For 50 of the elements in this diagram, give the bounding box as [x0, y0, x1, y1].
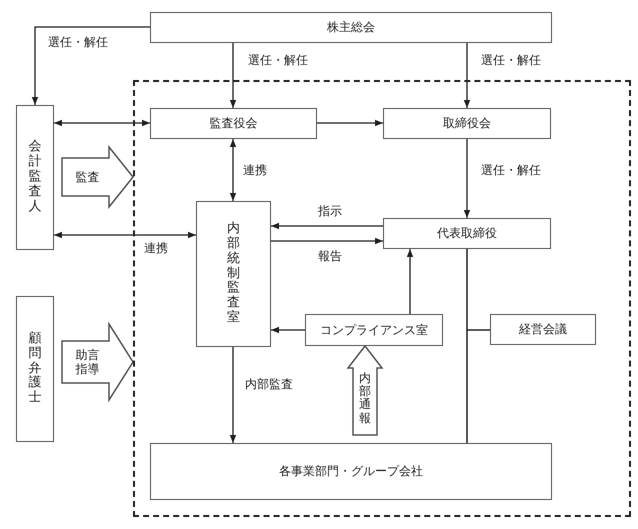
node-label: 会計監査人	[28, 140, 42, 215]
edge-label: 連携	[142, 241, 170, 256]
arrow	[230, 139, 236, 201]
node-label: 顧問弁護士	[28, 332, 42, 406]
arrow	[464, 139, 470, 218]
arrow	[271, 222, 383, 230]
arrow	[230, 347, 236, 443]
edge-label: 選任・解任	[46, 35, 110, 50]
node-label: 内部統制監査室	[227, 222, 240, 326]
block-arrow	[61, 321, 134, 403]
arrow	[317, 120, 383, 126]
arrow	[271, 326, 305, 334]
node-label: 取締役会	[443, 116, 491, 131]
vertical-box	[196, 201, 271, 347]
vertical-box	[16, 296, 54, 442]
edge-label: 報告	[316, 249, 344, 264]
edge-label: 監査	[76, 170, 100, 184]
arrow	[406, 249, 414, 314]
node-label: 各事業部門・グループ会社	[279, 464, 423, 479]
arrow	[54, 120, 150, 126]
process-box	[490, 314, 596, 345]
node-label: 経営会議	[519, 322, 567, 337]
edge-label: 選任・解任	[479, 163, 543, 178]
process-box	[383, 218, 551, 249]
arrow	[464, 43, 470, 108]
edge-label: 選任・解任	[246, 53, 310, 68]
process-box	[383, 108, 551, 139]
arrow	[271, 238, 383, 244]
process-box	[150, 108, 317, 139]
process-box	[305, 314, 443, 346]
process-box	[150, 12, 552, 43]
edge-label: 内部通報	[359, 372, 371, 425]
arrow	[230, 43, 236, 108]
arrow	[32, 26, 150, 105]
edge-label: 指示	[316, 204, 344, 218]
node-label: コンプライアンス室	[320, 322, 428, 338]
process-box	[150, 443, 552, 500]
edge-label: 連携	[241, 163, 269, 178]
dashed-boundary	[133, 80, 631, 517]
node-label: 監査役会	[210, 116, 258, 131]
arrow	[54, 232, 196, 238]
vertical-box	[16, 105, 54, 250]
block-arrow	[61, 144, 134, 210]
connector-line	[466, 329, 490, 443]
node-label: 株主総会	[327, 20, 375, 35]
edge-label: 助言指導	[76, 348, 100, 376]
block-arrow	[346, 344, 384, 436]
edge-label: 選任・解任	[479, 53, 543, 68]
edge-label: 内部監査	[243, 377, 295, 392]
node-label: 代表取締役	[437, 226, 497, 241]
